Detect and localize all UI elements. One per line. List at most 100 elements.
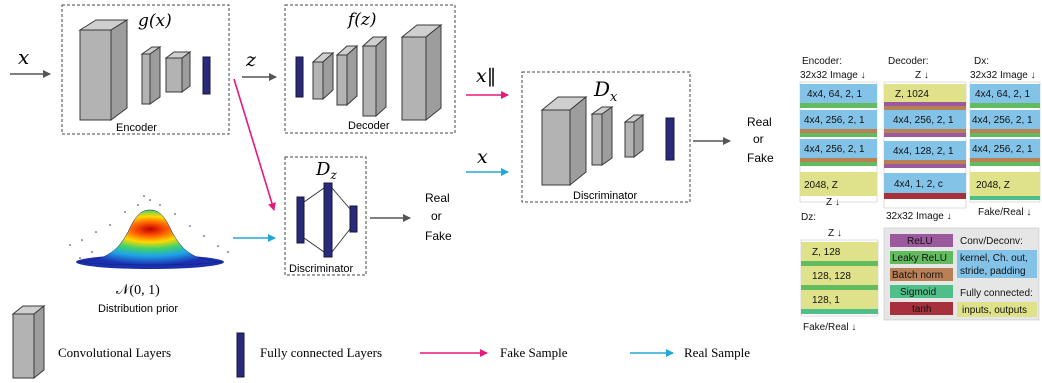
dx-conv-layers (540, 95, 675, 187)
svg-text:or: or (431, 209, 442, 223)
conv-layer-icon (78, 19, 129, 121)
key-conv-title: Conv/Deconv: (960, 236, 1023, 247)
fc-legend-icon (236, 332, 245, 378)
legend-fake-label: Fake Sample (500, 345, 568, 360)
fc-layer-icon (295, 56, 304, 98)
decoder-box (284, 4, 456, 134)
gaussian-prior-plot (69, 195, 229, 269)
dz-output-label: Real or Fake (425, 191, 452, 243)
encoder-table: Encoder: 32x32 Image ↓ 4x4, 64, 2, 1 4x4… (799, 56, 878, 208)
key-tanh: tanh (912, 304, 931, 315)
dx-output-label: Real or Fake (747, 115, 774, 165)
table-bottom-label: Z ↓ (826, 197, 840, 208)
input-x-label: x (18, 45, 29, 69)
encoder-box (61, 4, 230, 135)
table-top-label: Z ↓ (828, 228, 842, 239)
table-cell: Z, 128 (812, 247, 841, 258)
dx-box (521, 71, 691, 203)
table-cell: 4x4, 1, 2, c (894, 179, 943, 190)
key-sigmoid: Sigmoid (900, 287, 936, 298)
table-top-label: Z ↓ (915, 70, 929, 81)
table-bottom-label: Fake/Real ↓ (803, 322, 856, 333)
conv-layer-icon (311, 51, 335, 101)
conv-layer-icon (590, 106, 614, 166)
svg-text:or: or (753, 132, 764, 146)
dz-box (284, 156, 367, 276)
table-cell: 4x4, 256, 2, 1 (804, 115, 865, 126)
fc-layer-icon (323, 182, 333, 258)
svg-text:Fake: Fake (425, 229, 452, 243)
color-key: ReLU Leaky ReLU Batch norm Sigmoid tanh … (883, 227, 1040, 321)
fc-layer-icon (665, 117, 675, 161)
conv-layer-icon (164, 51, 192, 93)
encoder-function: g(x) (138, 11, 172, 31)
table-title: Dx: (974, 56, 989, 67)
fc-layer-icon (296, 196, 305, 244)
conv-layer-icon (623, 113, 645, 159)
encoder-label: Encoder (116, 122, 157, 134)
table-cell: 4x4, 256, 2, 1 (972, 144, 1033, 155)
table-cell: Z, 1024 (895, 89, 929, 100)
architecture-tables: Encoder: 32x32 Image ↓ 4x4, 64, 2, 1 4x4… (799, 56, 1041, 333)
dx-title: Dx (593, 77, 618, 105)
table-title: Dz: (801, 212, 816, 223)
dz-title: Dz (315, 159, 337, 182)
conv-layer-icon (361, 35, 388, 118)
table-cell: 4x4, 256, 2, 1 (972, 115, 1033, 126)
key-leaky-relu: Leaky ReLU (892, 253, 947, 264)
prior-formula: 𝒩(0, 1) (116, 283, 160, 298)
decoder-function: f(z) (346, 10, 377, 30)
latent-z-label: z (245, 49, 257, 71)
table-cell: 2048, Z (804, 180, 838, 191)
key-batch-norm: Batch norm (892, 270, 943, 281)
legend-real-label: Real Sample (684, 345, 750, 360)
legend-conv-label: Convolutional Layers (58, 345, 171, 360)
svg-text:Fake: Fake (747, 151, 774, 165)
prior-label: Distribution prior (98, 303, 178, 315)
dz-label: Discriminator (289, 263, 354, 275)
conv-layer-icon (540, 95, 588, 187)
fc-layer-icon (202, 56, 211, 95)
table-cell: 4x4, 64, 2, 1 (975, 89, 1030, 100)
dx-label: Discriminator (573, 190, 638, 202)
conv-legend-icon (11, 304, 46, 380)
dz-table: Dz: Z ↓ Z, 128 128, 128 128, 1 Fake/Real… (800, 212, 879, 333)
table-cell: 4x4, 128, 2, 1 (893, 146, 954, 157)
table-cell: 128, 128 (812, 271, 851, 282)
decoder-table: Decoder: Z ↓ Z, 1024 4x4, 256, 2, 1 4x4,… (883, 56, 967, 222)
table-cell: 4x4, 256, 2, 1 (804, 144, 865, 155)
svg-text:Real: Real (425, 191, 450, 205)
dx-table: Dx: 32x32 Image ↓ 4x4, 64, 2, 1 4x4, 256… (969, 56, 1041, 218)
key-fc-title: Fully connected: (960, 288, 1033, 299)
table-bottom-label: Fake/Real ↓ (978, 207, 1031, 218)
legend: Convolutional Layers Fully connected Lay… (11, 304, 750, 380)
svg-text:x: x (18, 45, 29, 69)
table-title: Encoder: (802, 56, 842, 67)
table-title: Decoder: (888, 56, 929, 67)
key-conv-desc: stride, padding (960, 266, 1026, 277)
conv-layer-icon (140, 46, 162, 105)
x-recon-label: x‖ (476, 65, 496, 87)
key-fc-desc: inputs, outputs (962, 305, 1027, 316)
conv-layer-icon (400, 23, 443, 122)
fc-layer-icon (349, 205, 358, 233)
table-cell: 4x4, 256, 2, 1 (893, 115, 954, 126)
z-to-dz-fake-arrow (233, 78, 276, 211)
key-relu: ReLU (907, 236, 933, 247)
table-top-label: 32x32 Image ↓ (970, 70, 1036, 81)
legend-fc-label: Fully connected Layers (260, 345, 382, 360)
conv-layer-icon (335, 44, 359, 107)
key-conv-desc: kernel, Ch. out, (960, 253, 1028, 264)
table-bottom-label: 32x32 Image ↓ (886, 211, 952, 222)
dz-fc-layers (296, 182, 358, 258)
table-cell: 2048, Z (976, 180, 1010, 191)
decoder-conv-layers (295, 23, 443, 122)
encoder-conv-layers (78, 19, 211, 121)
decoder-label: Decoder (348, 120, 390, 132)
svg-text:Real: Real (747, 115, 772, 129)
table-cell: 4x4, 64, 2, 1 (807, 89, 862, 100)
table-top-label: 32x32 Image ↓ (800, 70, 866, 81)
table-cell: 128, 1 (812, 295, 840, 306)
x-real-label: x (477, 146, 488, 168)
